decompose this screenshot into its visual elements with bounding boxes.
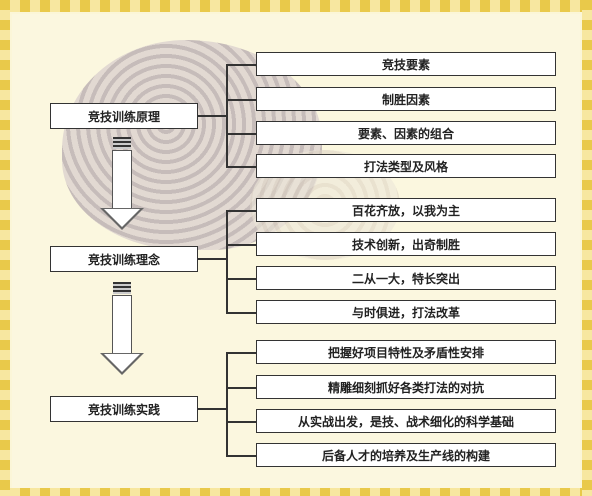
bracket-line [226,64,228,168]
concept-item: 百花齐放，以我为主 [256,198,556,222]
arrow-connector-stripe [113,137,131,149]
main-node-concept: 竞技训练理念 [50,246,198,272]
connector-line [226,455,256,457]
connector-line [198,115,226,117]
connector-line [226,352,256,354]
connector-line [226,421,256,423]
decorative-border-right [582,0,592,496]
principle-item: 要素、因素的组合 [256,121,556,145]
principle-item: 打法类型及风格 [256,154,556,178]
concept-item: 技术创新，出奇制胜 [256,232,556,256]
decorative-border-bottom [0,488,592,496]
connector-line [226,244,256,246]
down-arrow-shaft [112,150,132,210]
main-node-principle: 竞技训练原理 [50,103,198,129]
decorative-border-top [0,0,592,12]
down-arrow-icon-fill [104,209,140,227]
practice-item: 精雕细刻抓好各类打法的对抗 [256,375,556,399]
connector-line [226,133,256,135]
decorative-border-left [0,0,10,496]
bracket-line [226,210,228,314]
down-arrow-shaft [112,295,132,355]
concept-item: 与时俱进，打法改革 [256,300,556,324]
connector-line [226,64,256,66]
connector-line [226,210,256,212]
down-arrow-icon-fill [104,354,140,372]
connector-line [226,99,256,101]
arrow-connector-stripe [113,282,131,294]
concept-item: 二从一大，特长突出 [256,266,556,290]
connector-line [226,166,256,168]
connector-line [226,387,256,389]
connector-line [198,258,226,260]
practice-item: 从实战出发，是技、战术细化的科学基础 [256,409,556,433]
practice-item: 后备人才的培养及生产线的构建 [256,443,556,467]
main-node-practice: 竞技训练实践 [50,396,198,422]
bracket-line [226,352,228,457]
practice-item: 把握好项目特性及矛盾性安排 [256,340,556,364]
principle-item: 制胜因素 [256,87,556,111]
connector-line [198,408,226,410]
connector-line [226,312,256,314]
principle-item: 竞技要素 [256,52,556,76]
connector-line [226,278,256,280]
